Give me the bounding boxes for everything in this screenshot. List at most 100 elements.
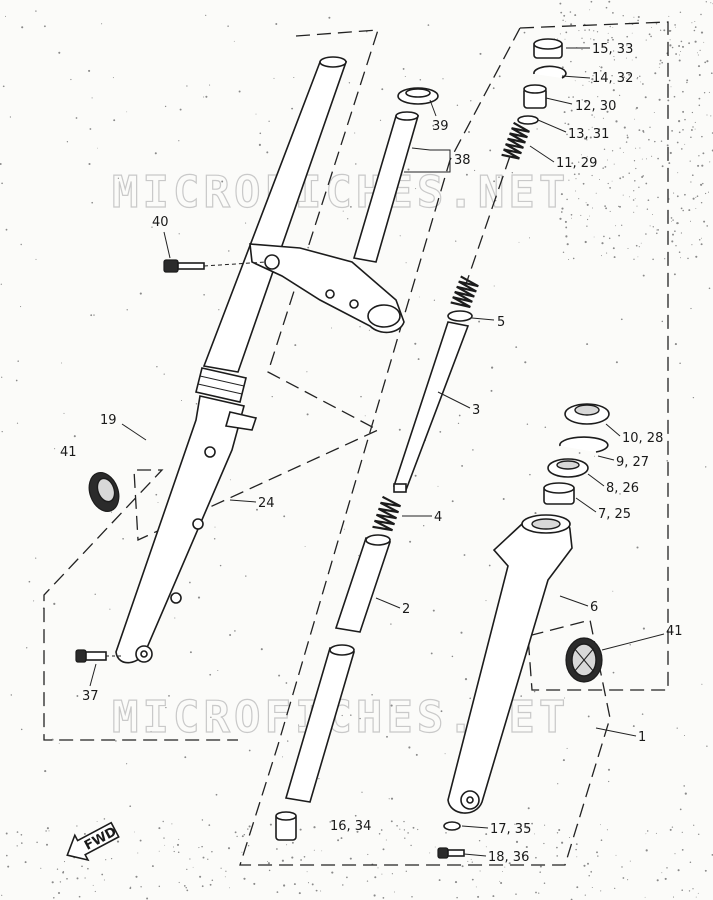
speckle-dot <box>126 763 128 765</box>
speckle-dot <box>614 106 616 108</box>
callout-11-29: 11, 29 <box>556 156 597 171</box>
speckle-dot <box>638 246 640 248</box>
speckle-dot <box>635 244 638 247</box>
speckle-dot <box>210 716 212 718</box>
speckle-dot <box>680 148 683 150</box>
speckle-dot <box>686 79 689 82</box>
callout-24: 24 <box>258 496 275 511</box>
speckle-dot <box>606 110 609 113</box>
speckle-dot <box>115 740 117 742</box>
speckle-dot <box>300 859 302 861</box>
speckle-dot <box>581 37 583 39</box>
speckle-dot <box>591 887 593 888</box>
speckle-dot <box>185 886 187 889</box>
speckle-dot <box>658 98 661 101</box>
speckle-dot <box>217 669 219 672</box>
speckle-dot <box>209 883 212 886</box>
speckle-dot <box>568 96 570 99</box>
callout-40: 40 <box>152 215 169 230</box>
speckle-dot <box>399 235 401 237</box>
speckle-dot <box>703 41 705 43</box>
speckle-dot <box>588 874 590 877</box>
speckle-dot <box>525 845 528 849</box>
speckle-dot <box>156 366 158 368</box>
speckle-dot <box>611 180 613 182</box>
speckle-dot <box>680 257 681 259</box>
speckle-dot <box>518 241 520 243</box>
speckle-dot <box>580 154 582 156</box>
speckle-dot <box>229 634 232 636</box>
speckle-dot <box>151 226 153 228</box>
speckle-dot <box>690 181 692 183</box>
left-caliper-boss <box>224 411 258 431</box>
speckle-dot <box>56 868 59 870</box>
speckle-dot <box>703 220 706 223</box>
speckle-dot <box>607 32 609 34</box>
speckle-dot <box>661 320 664 323</box>
speckle-dot <box>202 856 205 859</box>
speckle-dot <box>205 95 208 98</box>
speckle-dot <box>266 151 269 154</box>
speckle-dot <box>693 824 695 826</box>
speckle-dot <box>646 208 649 210</box>
speckle-dot <box>574 14 577 17</box>
speckle-dot <box>583 137 587 140</box>
speckle-dot <box>591 174 593 177</box>
speckle-dot <box>544 426 547 429</box>
callout-17-35: 17, 35 <box>490 822 531 837</box>
speckle-dot <box>695 196 697 198</box>
speckle-dot <box>574 80 576 82</box>
speckle-dot <box>604 166 607 168</box>
speckle-dot <box>671 46 674 49</box>
speckle-dot <box>700 31 704 34</box>
speckle-dot <box>603 148 606 151</box>
left-mount-hole-3 <box>170 592 182 604</box>
speckle-dot <box>699 49 701 52</box>
speckle-dot <box>253 882 256 885</box>
speckle-dot <box>455 240 457 242</box>
speckle-dot <box>659 59 662 62</box>
speckle-dot <box>594 455 596 457</box>
speckle-dot <box>154 152 157 155</box>
speckle-dot <box>706 60 709 63</box>
speckle-dot <box>415 753 418 756</box>
speckle-dot <box>642 175 644 177</box>
speckle-dot <box>16 845 18 847</box>
speckle-dot <box>678 120 681 123</box>
speckle-dot <box>661 872 663 874</box>
speckle-dot <box>171 823 173 825</box>
speckle-dot <box>410 844 412 847</box>
speckle-dot <box>214 526 216 528</box>
speckle-dot <box>500 881 503 885</box>
speckle-dot <box>456 104 459 107</box>
speckle-dot <box>629 860 631 862</box>
speckle-dot <box>465 173 468 176</box>
speckle-dot <box>485 833 488 836</box>
speckle-dot <box>6 854 8 857</box>
speckle-dot <box>437 485 439 487</box>
speckle-dot <box>173 850 175 853</box>
speckle-dot <box>17 360 19 362</box>
speckle-dot <box>445 832 447 834</box>
part-14-circlip <box>533 65 567 79</box>
speckle-dot <box>626 136 629 139</box>
speckle-dot <box>408 746 411 749</box>
speckle-dot <box>697 54 699 56</box>
speckle-dot <box>203 294 205 296</box>
speckle-dot <box>267 862 270 865</box>
speckle-dot <box>211 879 214 881</box>
part-40-bolt <box>163 259 267 273</box>
speckle-dot <box>477 895 480 898</box>
speckle-dot <box>45 830 47 832</box>
speckle-dot <box>632 725 635 728</box>
speckle-dot <box>615 120 618 123</box>
speckle-dot <box>648 138 650 141</box>
speckle-dot <box>35 258 37 260</box>
speckle-dot <box>189 651 192 654</box>
speckle-dot <box>619 493 621 495</box>
speckle-dot <box>278 674 281 677</box>
speckle-dot <box>700 237 702 239</box>
speckle-dot <box>53 897 55 899</box>
speckle-dot <box>664 258 666 260</box>
speckle-dot <box>287 740 289 742</box>
